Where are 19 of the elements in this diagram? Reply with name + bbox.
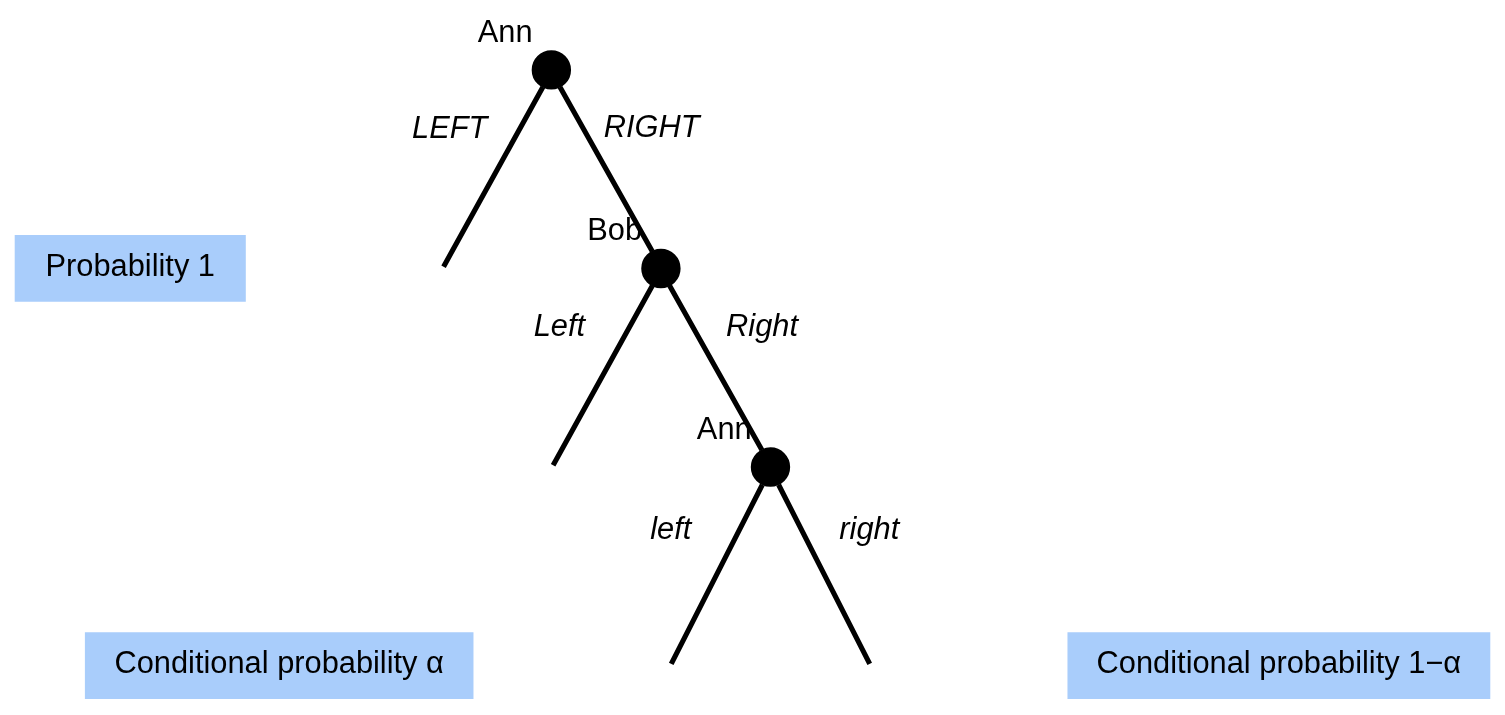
connector (441, 85, 546, 268)
edge-label: Left (533, 308, 586, 344)
connector (667, 284, 765, 452)
node-circle (750, 447, 791, 487)
node-box: Conditional probability 1−α (1067, 632, 1491, 699)
connector (557, 85, 655, 253)
edge-label: left (650, 510, 692, 546)
node-box: Conditional probability α (84, 632, 474, 699)
connector (550, 284, 655, 467)
connector (776, 483, 872, 665)
node-box: Probability 1 (14, 235, 246, 302)
edge-label: LEFT (412, 109, 488, 145)
node-label: Ann (477, 13, 533, 49)
edge-label: Right (726, 307, 799, 343)
edge-label: RIGHT (603, 109, 700, 145)
node-circle (641, 248, 681, 289)
connector (668, 483, 765, 665)
node-circle (531, 50, 572, 90)
edge-label: right (839, 510, 900, 546)
